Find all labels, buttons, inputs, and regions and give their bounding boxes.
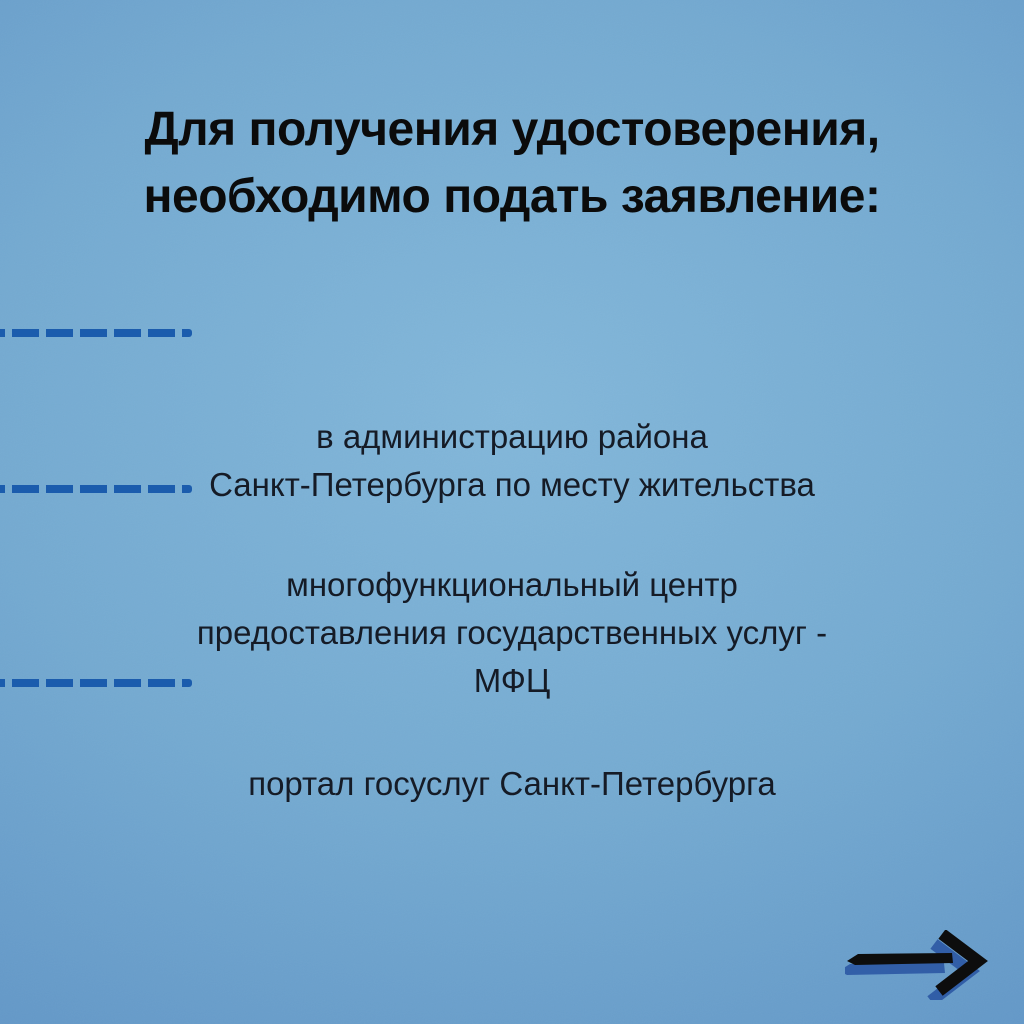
dashed-line-icon	[0, 329, 192, 337]
list-item-text: портал госуслуг Санкт-Петербурга	[248, 765, 776, 802]
list-item-text: в администрацию района Санкт-Петербурга …	[209, 418, 815, 503]
dashed-line-icon	[0, 679, 192, 687]
arrow-shadow	[845, 939, 980, 1000]
arrow-body	[847, 930, 988, 996]
list-item-gosuslugi-portal: портал госуслуг Санкт-Петербурга	[0, 664, 1024, 856]
dashed-line-icon	[0, 485, 192, 493]
list-item-admin-district: в администрацию района Санкт-Петербурга …	[0, 317, 1024, 557]
list-item-mfc: многофункциональный центр предоставления…	[0, 465, 1024, 753]
arrow-right-icon	[845, 930, 988, 1000]
list-item-text: многофункциональный центр предоставления…	[196, 566, 828, 699]
page-title: Для получения удостоверения, необходимо …	[143, 103, 881, 223]
